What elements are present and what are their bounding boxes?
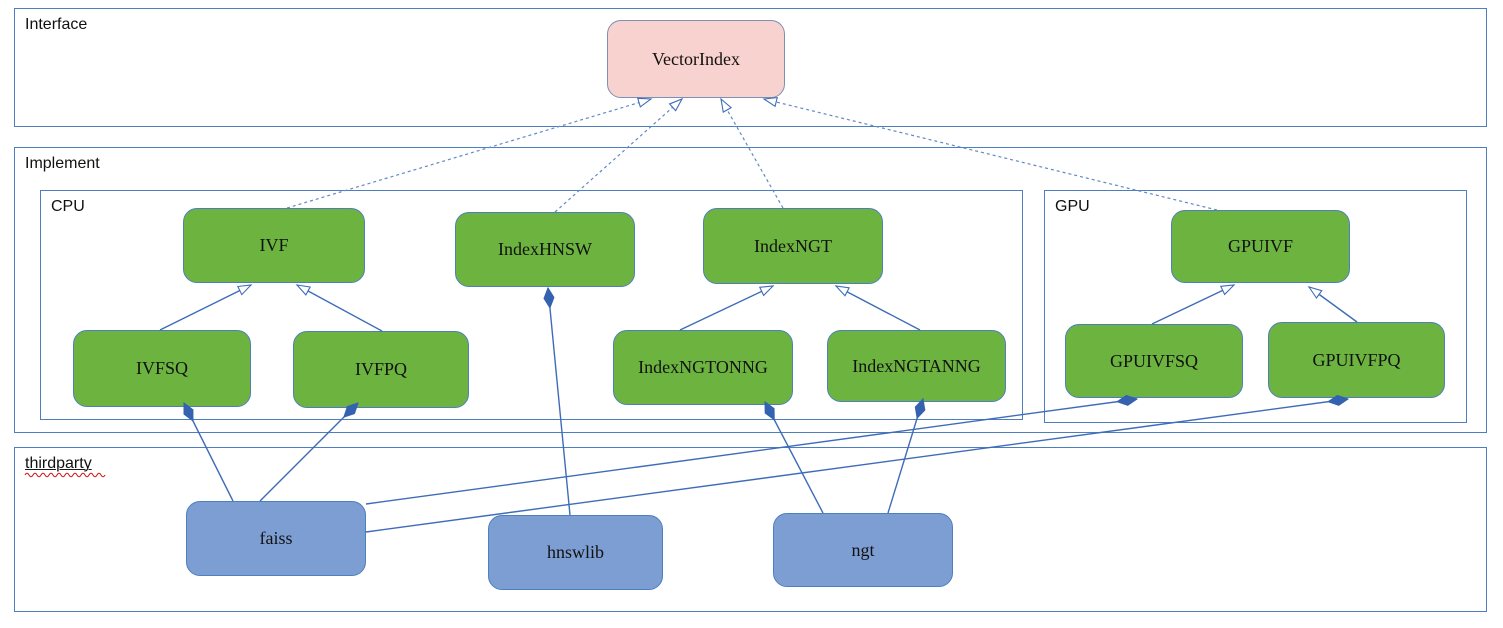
node-label-ngt: ngt	[851, 539, 875, 560]
container-label-interface: Interface	[25, 16, 88, 33]
node-label-gpuivfsq: GPUIVFSQ	[1109, 350, 1199, 371]
node-label-ivfpq: IVFPQ	[354, 359, 407, 379]
container-label-gpu: GPU	[1055, 198, 1090, 215]
node-vectorindex[interactable]: VectorIndex	[607, 20, 785, 98]
container-label-implement: Implement	[25, 155, 100, 172]
container-label-cpu: CPU	[51, 198, 85, 215]
node-label-gpuivf: GPUIVF	[1227, 236, 1293, 256]
node-indexngtonng[interactable]: IndexNGTONNG	[613, 330, 793, 405]
node-label-hnswlib: hnswlib	[546, 542, 604, 562]
node-label-indexngtanng: IndexNGTANNG	[852, 355, 981, 376]
node-label-ivfsq: IVFSQ	[135, 358, 188, 378]
node-ivfpq[interactable]: IVFPQ	[293, 331, 469, 408]
spellcheck-squiggle-icon	[24, 472, 106, 478]
node-label-indexngtonng: IndexNGTONNG	[638, 357, 768, 377]
node-label-faiss: faiss	[259, 528, 293, 548]
node-label-gpuivfpq: GPUIVFPQ	[1312, 349, 1401, 370]
node-faiss[interactable]: faiss	[186, 501, 366, 576]
node-hnswlib[interactable]: hnswlib	[488, 515, 663, 590]
node-ivfsq[interactable]: IVFSQ	[73, 330, 251, 407]
node-label-vectorindex: VectorIndex	[652, 48, 740, 69]
node-indexngtanng[interactable]: IndexNGTANNG	[827, 330, 1006, 402]
node-gpuivf[interactable]: GPUIVF	[1171, 210, 1350, 283]
node-gpuivfsq[interactable]: GPUIVFSQ	[1065, 324, 1243, 398]
node-ivf[interactable]: IVF	[183, 208, 365, 283]
node-indexhnsw[interactable]: IndexHNSW	[455, 212, 635, 287]
node-indexngt[interactable]: IndexNGT	[703, 208, 883, 284]
node-label-indexngt: IndexNGT	[754, 235, 832, 256]
node-ngt[interactable]: ngt	[773, 513, 953, 587]
node-gpuivfpq[interactable]: GPUIVFPQ	[1268, 322, 1445, 398]
node-label-indexhnsw: IndexHNSW	[498, 239, 592, 259]
container-label-thirdparty: thirdparty	[24, 455, 106, 478]
node-label-ivf: IVF	[259, 235, 289, 255]
